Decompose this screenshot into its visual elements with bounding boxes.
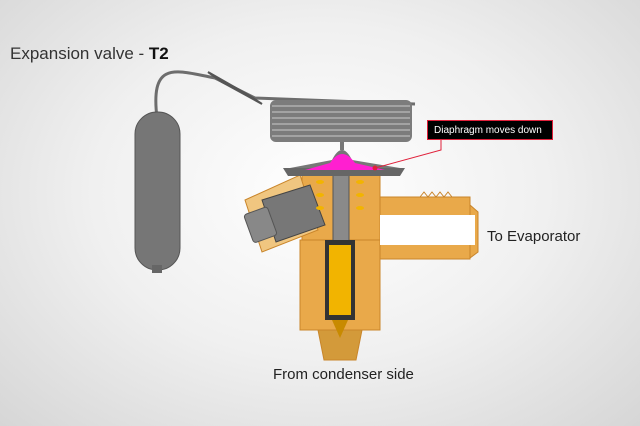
inlet-fitting <box>243 184 326 243</box>
diaphragm-callout: Diaphragm moves down <box>427 120 553 140</box>
callout-dot <box>372 165 378 171</box>
outlet-label: To Evaporator <box>487 228 581 245</box>
page-title: Expansion valve - T2 <box>10 44 169 64</box>
title-text: Expansion valve - <box>10 44 149 63</box>
outlet-bore <box>380 215 475 245</box>
inlet-label: From condenser side <box>273 366 414 383</box>
callout-pointer <box>374 140 442 169</box>
power-head-coil <box>270 100 412 150</box>
needle-assembly <box>325 240 355 338</box>
capillary-sleeve <box>207 71 263 105</box>
spring <box>316 180 364 210</box>
title-bold: T2 <box>148 44 169 63</box>
outlet-thread <box>419 191 453 198</box>
sensing-bulb <box>134 111 181 273</box>
push-pin <box>332 171 350 243</box>
diaphragm <box>283 150 405 176</box>
